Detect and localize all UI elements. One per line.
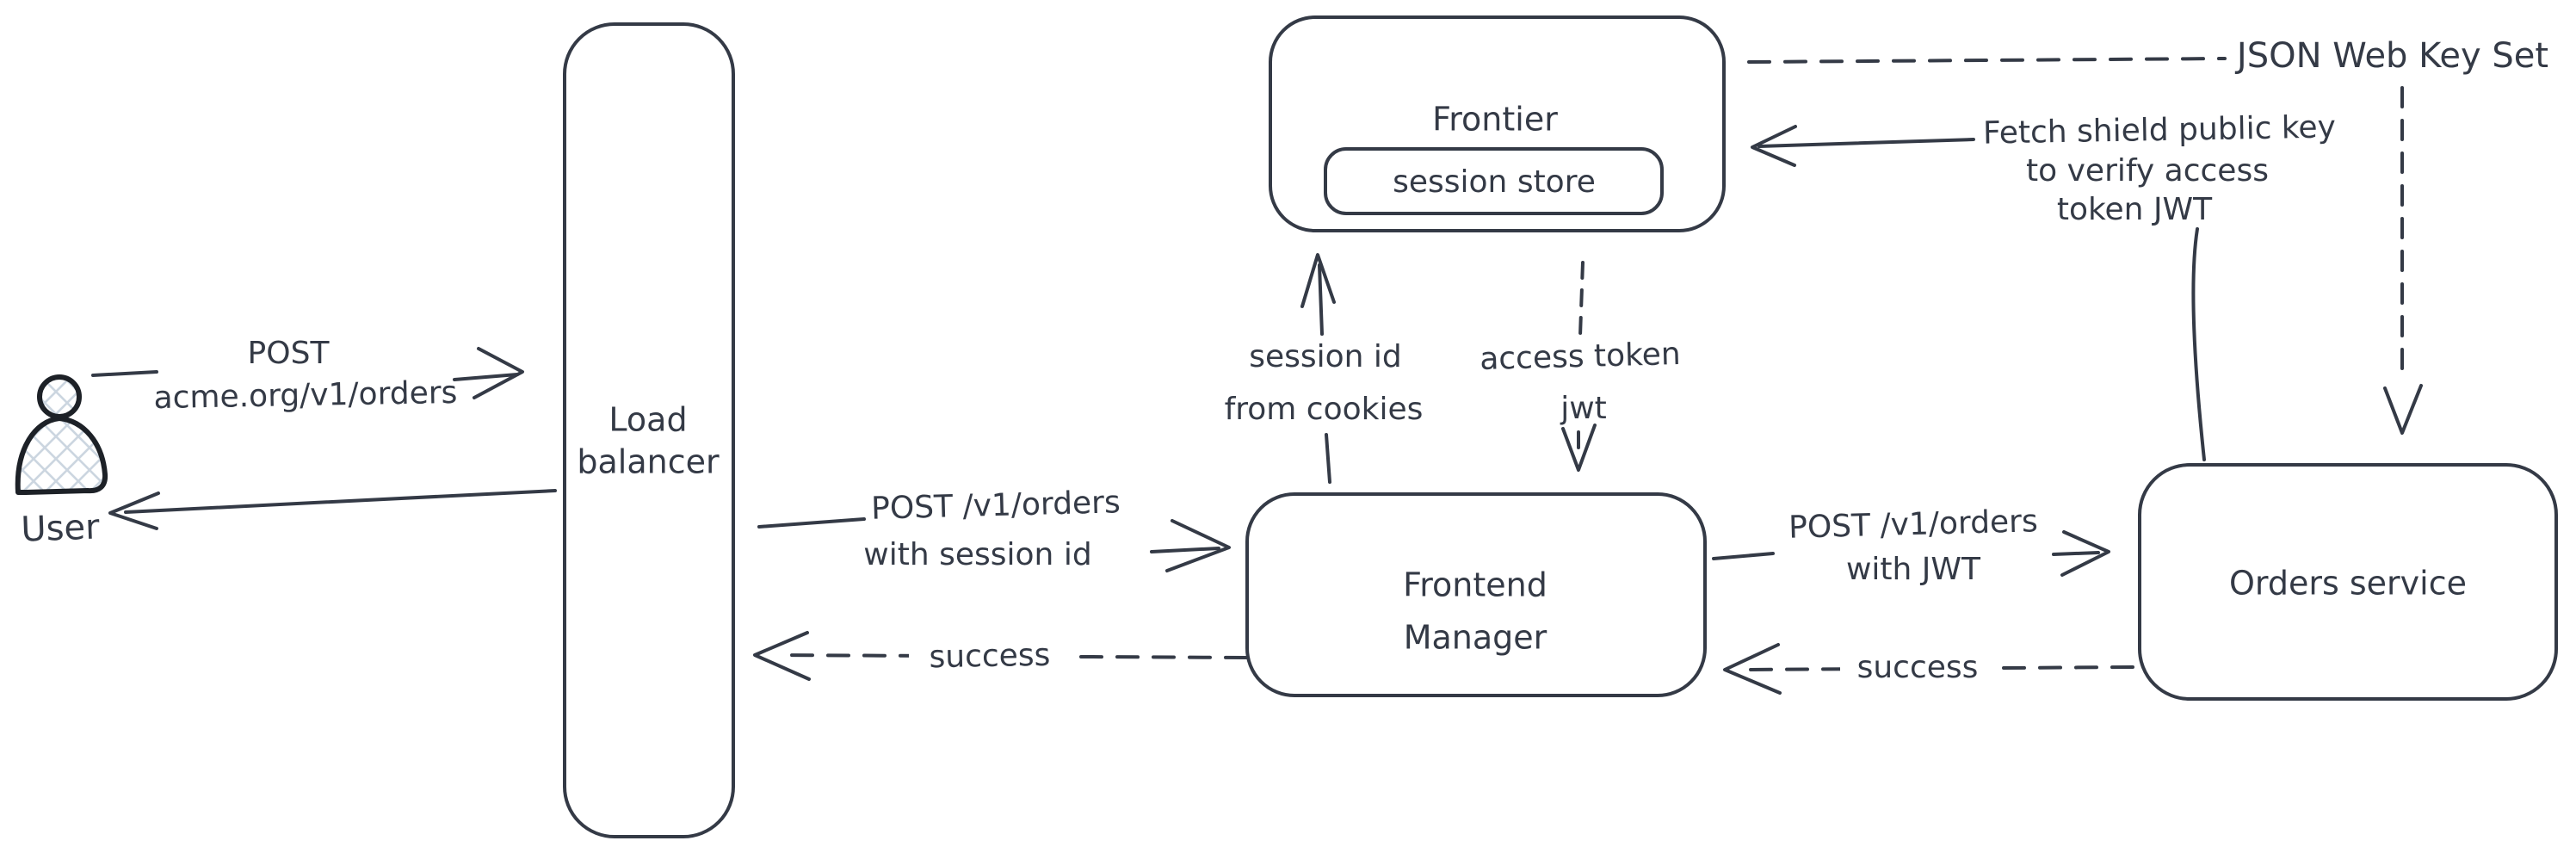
frontend-manager-node: Frontend Manager: [1245, 492, 1707, 697]
jwks-arrow-head: [2383, 384, 2423, 435]
orders-service-node: Orders service: [2138, 463, 2558, 701]
arrow-frontier-to-fm-upper: [1578, 261, 1585, 337]
arrow-fm-to-orders-tail: [1712, 552, 1775, 560]
arrow-fm-to-lb-head: [753, 631, 811, 681]
arrow-frontier-to-fm-label-line1: access token: [1480, 337, 1681, 377]
user-node: User: [15, 374, 108, 550]
arrow-user-to-lb-shaft: [453, 373, 519, 381]
arrow-orders-to-frontier-label-line1: Fetch shield public key: [1983, 109, 2337, 151]
load-balancer-label-line1: Load: [608, 401, 687, 439]
arrow-lb-to-fm-label-line2: with session id: [863, 537, 1091, 572]
arrow-fm-to-frontier: session id from cookies: [1225, 253, 1424, 484]
orders-service-label: Orders service: [2229, 565, 2467, 603]
arrow-orders-to-fm-label: success: [1857, 650, 1979, 685]
arrow-user-to-lb-label-line1: POST: [248, 336, 330, 371]
arrow-fm-to-frontier-label-line1: session id: [1249, 339, 1402, 374]
arrow-lb-to-fm-label-line1: POST /v1/orders: [871, 485, 1121, 527]
arrow-orders-to-fm-success: success: [1723, 643, 2134, 695]
load-balancer-label-line2: balancer: [577, 443, 720, 481]
frontend-manager-label-line1: Frontend: [1403, 566, 1547, 604]
jwks-dashed-horizontal: [1747, 57, 2227, 64]
orders-service-box: [2138, 463, 2558, 701]
label-backdrop: [909, 634, 1072, 677]
arrow-user-to-lb-head: [473, 347, 524, 399]
arrow-orders-to-frontier-head: [1751, 125, 1797, 167]
arrow-lb-to-fm-tail: [757, 517, 866, 529]
user-label: User: [21, 507, 101, 549]
arrow-user-to-lb-tail: [91, 370, 158, 377]
arrow-frontier-to-fm-head: [1561, 424, 1597, 472]
jwks-annotation: JSON Web Key Set: [1747, 36, 2548, 435]
arrow-frontier-to-fm: access token jwt: [1480, 261, 1681, 472]
user-head-icon: [37, 374, 82, 419]
arrow-orders-to-fm-head: [1723, 643, 1782, 695]
arrow-fm-to-orders-head: [2060, 530, 2110, 577]
user-body-icon: [15, 416, 108, 495]
arrow-fm-to-frontier-head: [1300, 253, 1336, 308]
arrow-fm-to-orders-label-line2: with JWT: [1846, 552, 1981, 587]
load-balancer-box: [563, 22, 735, 838]
arrow-orders-to-frontier-curve: [2191, 227, 2206, 461]
arrow-fm-to-orders-label-line1: POST /v1/orders: [1788, 504, 2039, 546]
frontier-node: Frontier session store: [1269, 15, 1726, 232]
frontier-label: Frontier: [1432, 101, 1558, 139]
arrow-fm-to-lb-success: success: [753, 631, 1248, 681]
arrow-lb-to-fm-shaft: [1150, 547, 1220, 553]
frontend-manager-box: [1245, 492, 1707, 697]
arrow-user-to-lb-label-line2: acme.org/v1/orders: [153, 375, 457, 416]
load-balancer-node: Load balancer: [563, 22, 735, 838]
arrow-fm-to-frontier-shaft-upper: [1318, 263, 1324, 336]
arrow-lb-to-fm: POST /v1/orders with session id: [757, 485, 1231, 572]
session-store-box: [1324, 147, 1664, 215]
arrow-lb-to-user: [108, 489, 557, 530]
arrow-frontier-to-fm-label-line2: jwt: [1560, 391, 1607, 426]
arrow-user-to-lb: POST acme.org/v1/orders: [91, 336, 524, 416]
arrow-orders-to-frontier-label-line2: to verify access: [2026, 153, 2269, 189]
arrow-lb-to-fm-head: [1165, 519, 1231, 572]
label-backdrop: [1840, 648, 1995, 689]
session-store-label: session store: [1393, 164, 1596, 200]
arrow-orders-to-frontier-shaft: [1757, 138, 1975, 148]
arrow-fm-to-frontier-shaft-lower: [1325, 433, 1331, 484]
arrow-fm-to-orders: POST /v1/orders with JWT: [1712, 504, 2110, 587]
arrow-fm-to-frontier-label-line2: from cookies: [1225, 392, 1424, 427]
frontend-manager-label-line2: Manager: [1404, 619, 1547, 657]
arrow-orders-to-frontier-label-line3: token JWT: [2057, 192, 2213, 227]
jwks-label: JSON Web Key Set: [2234, 36, 2548, 76]
arrow-fm-to-orders-shaft: [2052, 551, 2100, 556]
arrow-fm-to-lb-label: success: [929, 638, 1051, 675]
arrow-lb-to-user-shaft: [124, 489, 557, 514]
arrow-orders-to-frontier: Fetch shield public key to verify access…: [1751, 109, 2337, 461]
arrow-lb-to-user-head: [108, 492, 160, 530]
